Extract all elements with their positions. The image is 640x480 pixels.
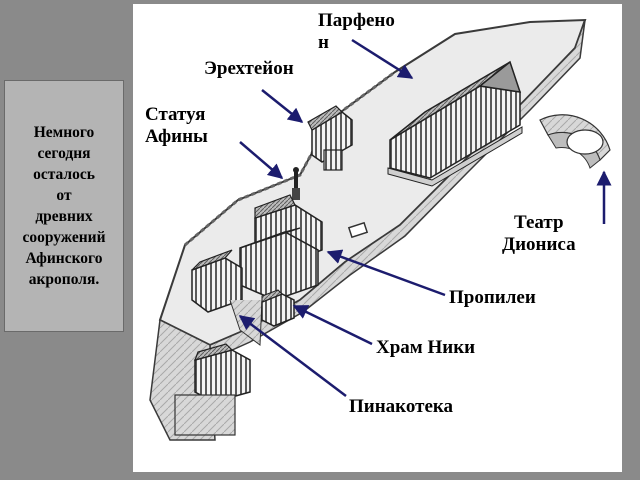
athena-arrow: [239, 141, 284, 179]
label-erechtheion: Эрехтейон: [204, 58, 294, 79]
label-theatre-dionysus: Театр Диониса: [502, 212, 576, 255]
propylaea-arrow: [326, 249, 446, 297]
info-text: Немного сегодня осталось от древних соор…: [22, 124, 106, 288]
parthenon-arrow: [351, 38, 414, 80]
label-propylaea: Пропилеи: [449, 287, 536, 308]
pinakotheke-arrow: [238, 315, 347, 397]
label-parthenon: Парфено н: [318, 10, 395, 53]
nike-arrow: [292, 304, 373, 346]
info-box: Немного сегодня осталось от древних соор…: [4, 80, 124, 332]
erechtheion-building: [307, 105, 353, 171]
athena-statue: [292, 167, 300, 200]
theatre-building: [539, 114, 611, 169]
parthenon-building: [387, 60, 523, 187]
label-athena-statue: Статуя Афины: [145, 104, 208, 147]
label-nike-temple: Храм Ники: [376, 337, 476, 358]
pinakotheke-building: [174, 343, 251, 436]
nike-temple-building: [261, 289, 295, 327]
propylaea-building: [191, 194, 323, 346]
label-pinakotheke: Пинакотека: [349, 396, 454, 417]
erechtheion-arrow: [261, 89, 304, 123]
